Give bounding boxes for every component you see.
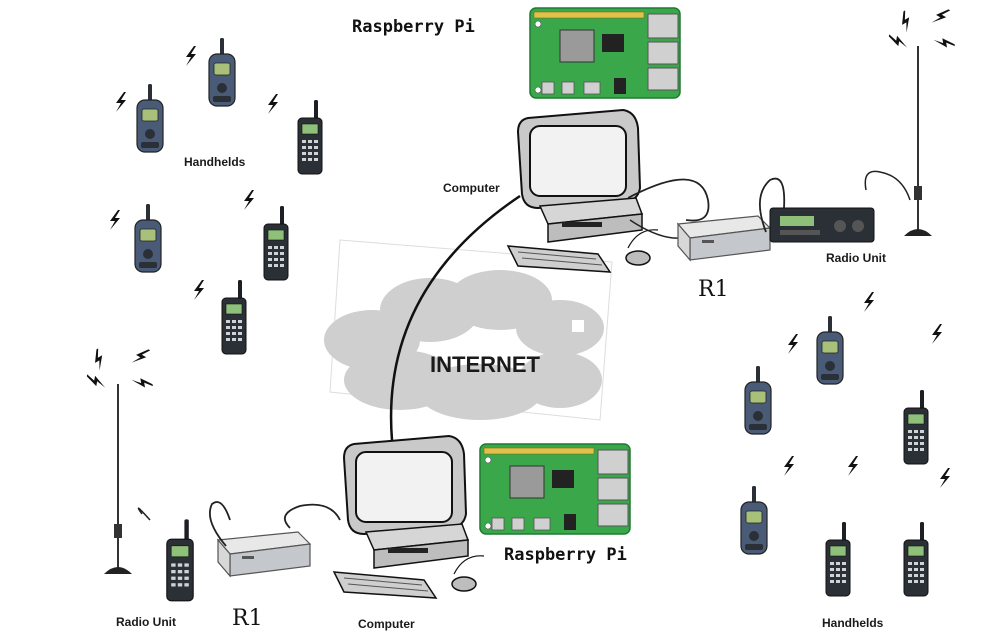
handhelds-right-group: Handhelds (740, 292, 950, 630)
radio-unit-icon (769, 207, 875, 243)
handheld-radio-icon (134, 203, 162, 273)
lightning-bolt-icon (931, 5, 951, 28)
handheld-radio-icon (221, 279, 247, 355)
radio-unit-icon (166, 518, 194, 602)
internet-label: INTERNET (430, 352, 541, 377)
lightning-bolt-icon (244, 190, 254, 210)
lightning-bolt-icon (896, 10, 916, 33)
handheld-radio-icon (816, 315, 844, 385)
handheld-radio-icon (903, 389, 929, 465)
cable-icon (759, 177, 786, 233)
computer-bottom-label: Computer (358, 617, 415, 631)
cable-icon (283, 503, 341, 529)
computer-top-label: Computer (443, 181, 500, 195)
lightning-bolt-icon (89, 348, 109, 371)
lightning-bolt-icon (268, 94, 278, 114)
lightning-bolt-icon (933, 36, 955, 50)
lightning-bolt-icon (784, 456, 794, 476)
lightning-bolt-icon (110, 210, 120, 230)
computer-icon (333, 435, 485, 599)
handheld-radio-icon (136, 83, 164, 153)
lightning-bolt-icon (131, 345, 151, 368)
lightning-bolt-icon (848, 456, 858, 476)
lightning-bolt-icon (940, 468, 950, 488)
lightning-bolt-icon (131, 376, 153, 390)
cable-icon (864, 170, 911, 201)
raspberry-pi-bottom-label: Raspberry Pi (504, 545, 627, 565)
r1-bottom-label: R1 (232, 606, 263, 631)
cable-icon (137, 507, 151, 521)
handheld-radio-icon (903, 521, 929, 597)
handhelds-left-group: Handhelds (110, 37, 323, 355)
r1-top-label: R1 (698, 277, 729, 302)
r1-interface-box-icon (677, 215, 771, 261)
antenna-icon (903, 45, 933, 237)
lightning-bolt-icon (864, 292, 874, 312)
lightning-bolt-icon (932, 324, 942, 344)
lightning-bolt-icon (116, 92, 126, 112)
radio-unit-right-label: Radio Unit (826, 251, 886, 265)
cloud-icon (324, 239, 613, 421)
handhelds-left-label: Handhelds (184, 155, 246, 169)
raspberry-pi-board-icon (479, 443, 631, 535)
internet-link-cable (389, 194, 521, 441)
lightning-bolt-icon (186, 46, 196, 66)
handhelds-right-label: Handhelds (822, 616, 884, 630)
lightning-bolt-icon (194, 280, 204, 300)
raspberry-pi-top-label: Raspberry Pi (352, 17, 475, 37)
handheld-radio-icon (263, 205, 289, 281)
antenna-icon (103, 383, 133, 575)
handheld-radio-icon (740, 485, 768, 555)
r1-interface-box-icon (217, 531, 311, 577)
handheld-radio-icon (208, 37, 236, 107)
lightning-bolt-icon (788, 334, 798, 354)
lightning-bolt-icon (85, 374, 107, 388)
handheld-radio-icon (825, 521, 851, 597)
lightning-bolt-icon (887, 34, 909, 48)
cable-icon (627, 178, 710, 222)
radio-unit-left-label: Radio Unit (116, 615, 176, 629)
cable-icon (208, 501, 231, 547)
computer-icon (507, 109, 659, 273)
raspberry-pi-board-icon (529, 7, 681, 99)
handheld-radio-icon (744, 365, 772, 435)
internet-cloud: INTERNET (324, 239, 613, 421)
handheld-radio-icon (297, 99, 323, 175)
